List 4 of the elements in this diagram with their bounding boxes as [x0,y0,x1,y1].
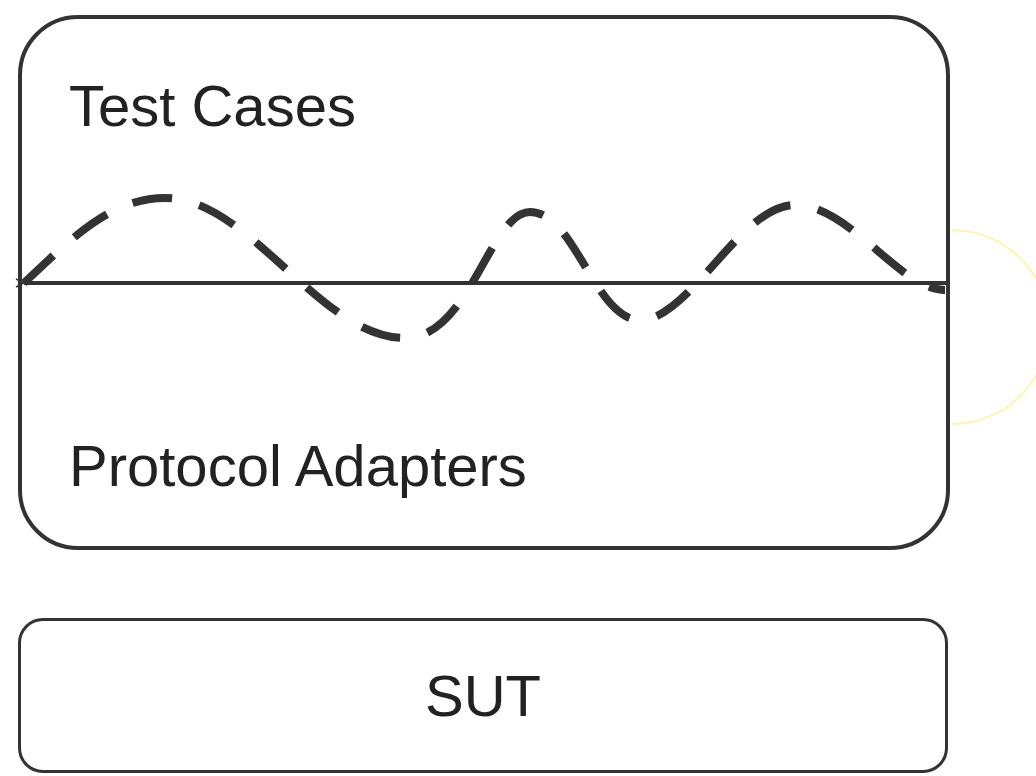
system-box [18,618,948,773]
box-label: SUT [425,666,541,725]
rounded-panel [18,15,950,550]
section-title: Test Cases [69,77,356,135]
